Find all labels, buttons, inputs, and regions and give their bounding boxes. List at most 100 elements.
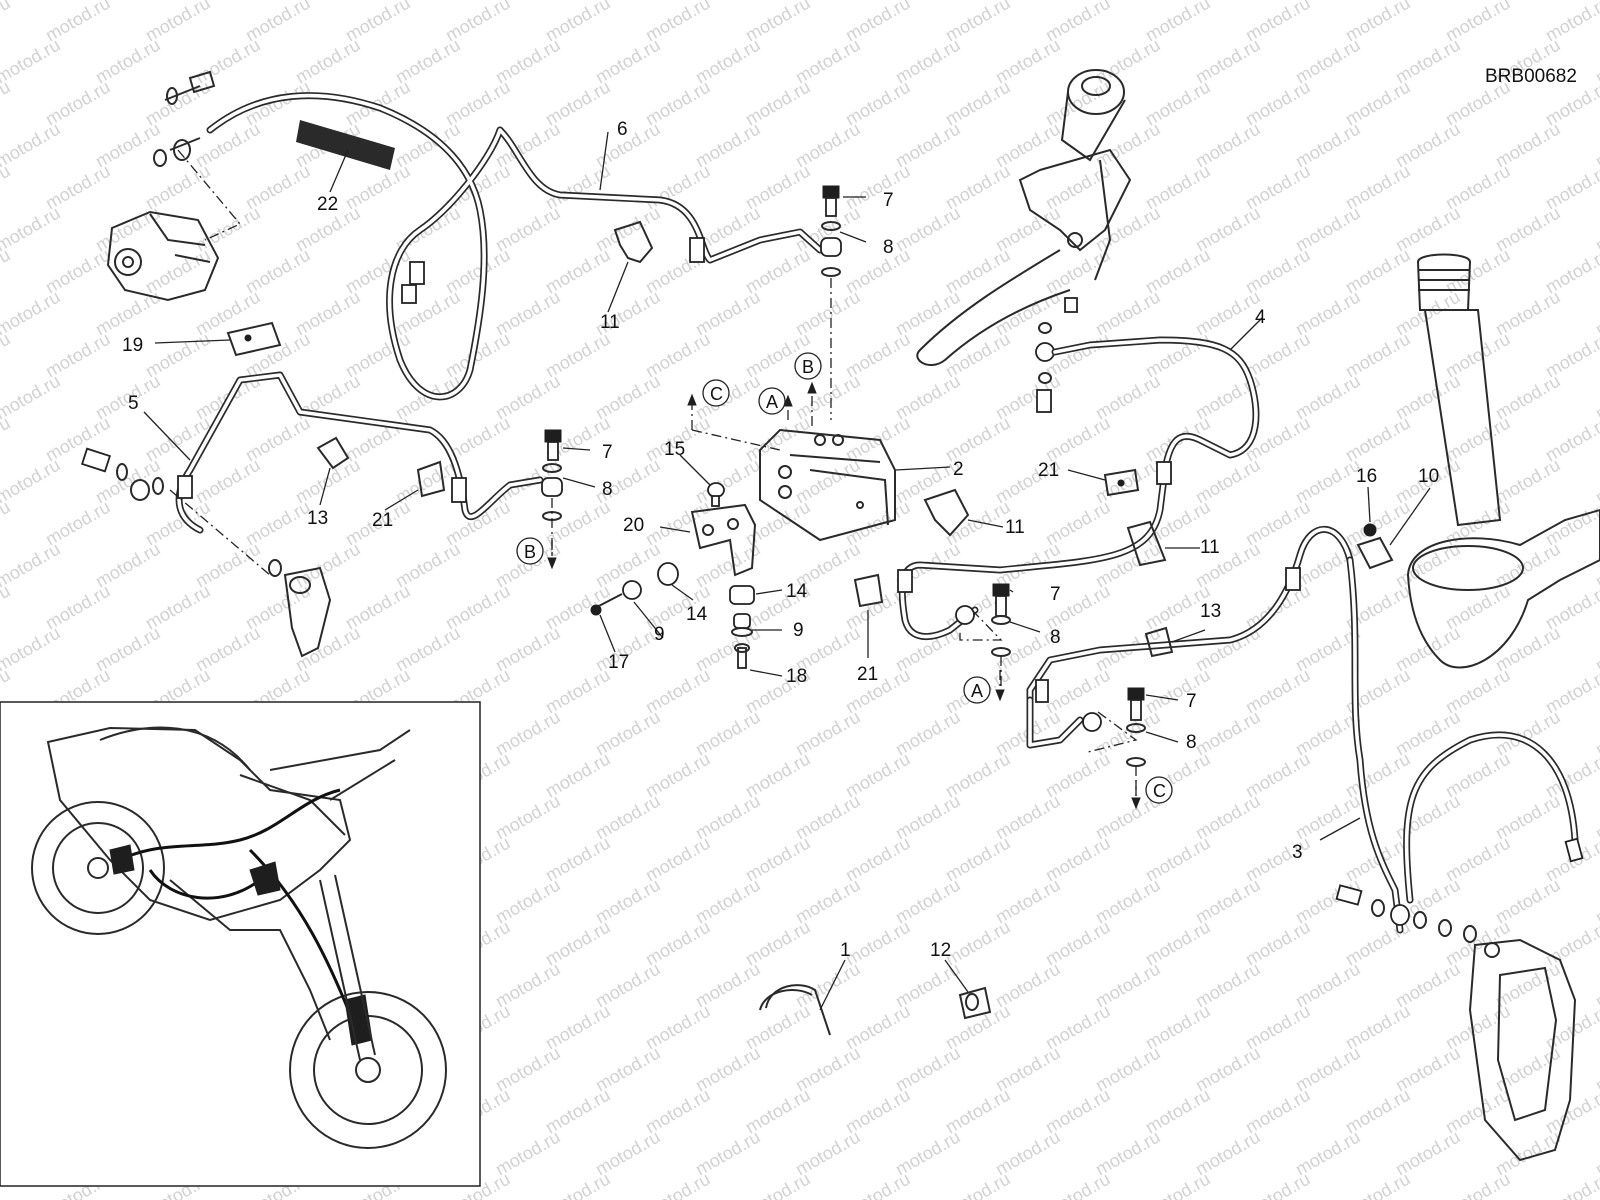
watermark: motod.ru xyxy=(0,497,14,550)
watermark: motod.ru xyxy=(0,371,64,424)
part-label: 7 xyxy=(883,190,894,211)
banjo-fitting-caliper xyxy=(1335,884,1477,943)
ref-circle-a-top: A xyxy=(758,387,786,415)
pipe-clip-11-middle xyxy=(923,488,970,537)
watermark: motod.ru xyxy=(0,623,64,676)
watermark: motod.ru xyxy=(0,77,14,130)
part-label: 7 xyxy=(1050,584,1061,605)
part-label: 11 xyxy=(1005,517,1025,538)
part-label: 4 xyxy=(1255,307,1266,328)
grommet-stack-vertical xyxy=(729,585,755,669)
part-label: 21 xyxy=(1038,460,1059,481)
cable-tie-1 xyxy=(759,984,831,1036)
part-label: 7 xyxy=(602,442,613,463)
part-label: 1 xyxy=(840,940,851,961)
svg-text:C: C xyxy=(710,384,723,404)
part-label: 22 xyxy=(317,194,338,215)
bolt-washer-stack-mid-right xyxy=(955,583,1011,690)
watermark: motod.ru xyxy=(942,1169,1014,1200)
watermark: motod.ru xyxy=(842,1169,914,1200)
part-label: 9 xyxy=(793,620,804,641)
watermark: motod.ru xyxy=(0,581,14,634)
watermark: motod.ru xyxy=(1442,1169,1514,1200)
watermark: motod.ru xyxy=(0,287,64,340)
ref-circle-c-top: C xyxy=(702,379,730,407)
direction-arrows xyxy=(547,381,1141,810)
watermark: motod.ru xyxy=(642,1169,714,1200)
mounting-bracket-20 xyxy=(690,503,757,577)
pipe-clamp-21-upper-right xyxy=(1103,468,1140,497)
bolt-washer-stack-low-right xyxy=(1082,687,1146,800)
svg-text:B: B xyxy=(524,542,536,562)
hose-guide-10 xyxy=(1356,523,1394,570)
fastener-15 xyxy=(707,482,725,507)
part-label: 10 xyxy=(1418,466,1439,487)
brake-pipe-6 xyxy=(206,92,824,401)
brake-pipe-3 xyxy=(1346,556,1584,934)
watermark: motod.ru xyxy=(0,119,64,172)
rear-master-cylinder xyxy=(106,210,220,302)
brake-pipe-4 xyxy=(897,336,1260,641)
part-label: 5 xyxy=(128,393,139,414)
part-label: 15 xyxy=(664,439,685,460)
part-label: 14 xyxy=(686,604,708,625)
svg-text:A: A xyxy=(766,392,778,412)
drawing-code: BRB00682 xyxy=(1485,66,1577,87)
part-label: 8 xyxy=(602,479,613,500)
part-label: 3 xyxy=(1292,842,1303,863)
grommet-stack-horizontal xyxy=(590,562,679,616)
pipe-junction-lower xyxy=(1026,525,1354,749)
part-label: 7 xyxy=(1186,691,1197,712)
part-label: 13 xyxy=(1200,601,1221,622)
watermark: motod.ru xyxy=(0,0,14,45)
part-label: 13 xyxy=(307,508,328,529)
watermark: motod.ru xyxy=(0,245,14,298)
ref-circle-c-right: C xyxy=(1145,776,1173,804)
brake-pipe-5 xyxy=(175,371,544,534)
ref-circle-b-left: B xyxy=(516,537,544,565)
watermark: motod.ru xyxy=(0,0,64,3)
watermark: motod.ru xyxy=(742,1169,814,1200)
part-labels: 6 22 7 8 19 11 5 7 8 13 21 15 20 2 14 9 … xyxy=(122,119,1439,961)
protective-sleeve xyxy=(296,120,395,170)
watermark: motod.ru xyxy=(1142,1169,1214,1200)
part-label: 19 xyxy=(122,335,143,356)
part-label: 11 xyxy=(1200,537,1220,558)
part-label: 20 xyxy=(623,515,644,536)
front-caliper xyxy=(1468,938,1577,1162)
part-label: 2 xyxy=(953,459,964,480)
svg-text:A: A xyxy=(971,681,983,701)
ref-circle-b-top: B xyxy=(794,352,822,380)
watermark: motod.ru xyxy=(0,203,64,256)
rear-caliper-stub xyxy=(283,566,332,658)
part-label: 21 xyxy=(857,664,878,685)
part-label: 14 xyxy=(786,581,808,602)
leader-lines xyxy=(143,131,1431,1011)
watermark: motod.ru xyxy=(0,35,64,88)
connector-bracket-19 xyxy=(226,321,282,357)
watermark: motod.ru xyxy=(1042,1169,1114,1200)
part-label: 8 xyxy=(1186,732,1197,753)
clip-12 xyxy=(958,986,992,1020)
part-label: 17 xyxy=(608,652,629,673)
part-label: 18 xyxy=(786,666,807,687)
part-label: 11 xyxy=(600,312,620,333)
pipe-clip-11-upper xyxy=(613,220,654,264)
pipe-clip-13-right xyxy=(1144,626,1174,658)
part-label: 16 xyxy=(1356,466,1377,487)
part-label: 21 xyxy=(372,510,393,531)
pipe-clip-11-right xyxy=(1126,520,1167,567)
motorcycle-overview-inset xyxy=(0,701,481,1187)
watermark: motod.ru xyxy=(0,539,64,592)
watermark: motod.ru xyxy=(1242,1169,1314,1200)
part-label: 8 xyxy=(883,237,894,258)
watermark: motod.ru xyxy=(0,455,64,508)
watermark: motod.ru xyxy=(0,413,14,466)
watermark: motod.ru xyxy=(1342,1169,1414,1200)
watermark: motod.ru xyxy=(542,1169,614,1200)
svg-text:B: B xyxy=(802,357,814,377)
banjo-bolt-upper-left xyxy=(153,70,242,241)
watermark: motod.ru xyxy=(1542,1169,1600,1200)
part-label: 9 xyxy=(654,624,665,645)
